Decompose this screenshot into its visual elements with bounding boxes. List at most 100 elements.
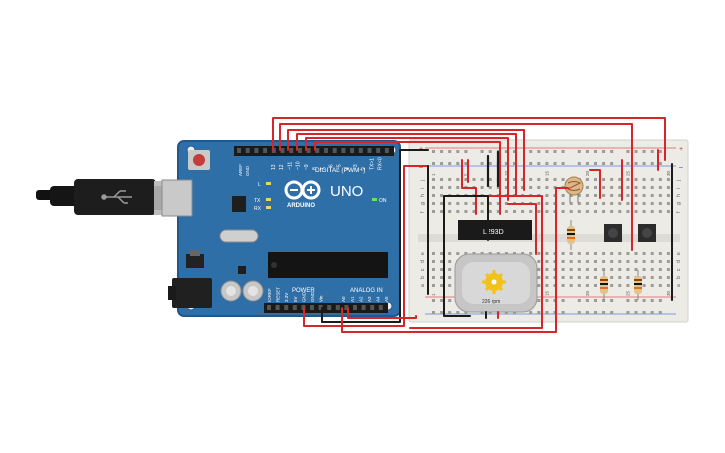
wire-gnd[interactable]: [321, 149, 429, 323]
terminal-hole[interactable]: [610, 194, 614, 197]
terminal-hole[interactable]: [634, 178, 638, 181]
terminal-hole[interactable]: [561, 252, 565, 255]
terminal-hole[interactable]: [658, 276, 662, 279]
rail-hole[interactable]: [448, 162, 452, 165]
rail-hole[interactable]: [537, 299, 541, 302]
rail-hole[interactable]: [642, 299, 646, 302]
rail-hole[interactable]: [585, 299, 589, 302]
terminal-hole[interactable]: [513, 186, 516, 189]
terminal-hole[interactable]: [440, 260, 444, 263]
header-pin-hole[interactable]: [358, 148, 363, 153]
terminal-hole[interactable]: [585, 178, 589, 181]
rail-hole[interactable]: [602, 162, 606, 165]
terminal-hole[interactable]: [610, 276, 614, 279]
terminal-hole[interactable]: [594, 252, 597, 255]
rail-hole[interactable]: [545, 311, 549, 314]
rail-hole[interactable]: [529, 311, 533, 314]
pushbutton-1[interactable]: [604, 224, 622, 242]
terminal-hole[interactable]: [650, 252, 654, 255]
rail-hole[interactable]: [658, 162, 662, 165]
terminal-hole[interactable]: [448, 210, 452, 213]
terminal-hole[interactable]: [610, 284, 614, 287]
header-pin-hole[interactable]: [289, 148, 294, 153]
rail-hole[interactable]: [634, 162, 638, 165]
rail-hole[interactable]: [513, 162, 516, 165]
terminal-hole[interactable]: [650, 194, 654, 197]
terminal-hole[interactable]: [569, 194, 573, 197]
terminal-hole[interactable]: [488, 210, 492, 213]
dc-motor[interactable]: 226 rpm: [454, 253, 538, 313]
rail-hole[interactable]: [432, 150, 435, 153]
header-pin-hole[interactable]: [237, 148, 241, 153]
rail-hole[interactable]: [448, 299, 452, 302]
wire-d13[interactable]: [272, 117, 666, 161]
header-pin-hole[interactable]: [341, 148, 346, 153]
terminal-hole[interactable]: [440, 186, 444, 189]
terminal-hole[interactable]: [521, 178, 525, 181]
terminal-hole[interactable]: [634, 194, 638, 197]
terminal-hole[interactable]: [432, 186, 435, 189]
wire-d10[interactable]: [296, 133, 517, 197]
terminal-hole[interactable]: [456, 210, 460, 213]
terminal-hole[interactable]: [618, 178, 622, 181]
terminal-hole[interactable]: [585, 194, 589, 197]
rail-hole[interactable]: [650, 311, 654, 314]
terminal-hole[interactable]: [642, 186, 646, 189]
header-pin-hole[interactable]: [245, 148, 250, 153]
terminal-hole[interactable]: [464, 178, 468, 181]
terminal-hole[interactable]: [553, 178, 557, 181]
terminal-hole[interactable]: [626, 284, 630, 287]
rail-hole[interactable]: [626, 162, 630, 165]
terminal-hole[interactable]: [602, 178, 606, 181]
wire-d12[interactable]: [279, 123, 633, 251]
terminal-hole[interactable]: [440, 202, 444, 205]
rail-hole[interactable]: [610, 150, 614, 153]
rail-hole[interactable]: [602, 311, 606, 314]
terminal-hole[interactable]: [658, 268, 662, 271]
terminal-hole[interactable]: [602, 268, 606, 271]
terminal-hole[interactable]: [618, 210, 622, 213]
terminal-hole[interactable]: [456, 178, 460, 181]
terminal-hole[interactable]: [569, 260, 573, 263]
terminal-hole[interactable]: [650, 268, 654, 271]
header-pin-hole[interactable]: [284, 305, 289, 310]
header-pin-hole[interactable]: [335, 305, 340, 310]
terminal-hole[interactable]: [432, 276, 435, 279]
terminal-hole[interactable]: [569, 268, 573, 271]
terminal-hole[interactable]: [448, 202, 452, 205]
terminal-hole[interactable]: [561, 202, 565, 205]
terminal-hole[interactable]: [602, 186, 606, 189]
terminal-hole[interactable]: [448, 268, 452, 271]
terminal-hole[interactable]: [545, 260, 549, 263]
terminal-hole[interactable]: [480, 186, 484, 189]
rail-hole[interactable]: [594, 150, 597, 153]
power-analog-header[interactable]: [264, 303, 388, 313]
rail-hole[interactable]: [529, 162, 533, 165]
rail-hole[interactable]: [529, 150, 533, 153]
terminal-hole[interactable]: [658, 202, 662, 205]
reset-button[interactable]: [188, 150, 210, 170]
rail-hole[interactable]: [553, 162, 557, 165]
resistor-3[interactable]: [634, 270, 642, 300]
terminal-hole[interactable]: [529, 178, 533, 181]
rail-hole[interactable]: [537, 311, 541, 314]
terminal-hole[interactable]: [618, 202, 622, 205]
terminal-hole[interactable]: [577, 284, 581, 287]
terminal-hole[interactable]: [650, 202, 654, 205]
terminal-hole[interactable]: [658, 252, 662, 255]
rail-hole[interactable]: [553, 150, 557, 153]
terminal-hole[interactable]: [504, 186, 508, 189]
terminal-hole[interactable]: [537, 210, 541, 213]
terminal-hole[interactable]: [545, 194, 549, 197]
wire-ic-right[interactable]: [507, 203, 537, 255]
terminal-hole[interactable]: [626, 194, 630, 197]
terminal-hole[interactable]: [448, 284, 452, 287]
terminal-hole[interactable]: [537, 252, 541, 255]
terminal-hole[interactable]: [650, 284, 654, 287]
header-pin-hole[interactable]: [310, 305, 314, 310]
terminal-hole[interactable]: [618, 194, 622, 197]
terminal-hole[interactable]: [610, 252, 614, 255]
header-pin-hole[interactable]: [267, 305, 271, 310]
terminal-hole[interactable]: [610, 186, 614, 189]
